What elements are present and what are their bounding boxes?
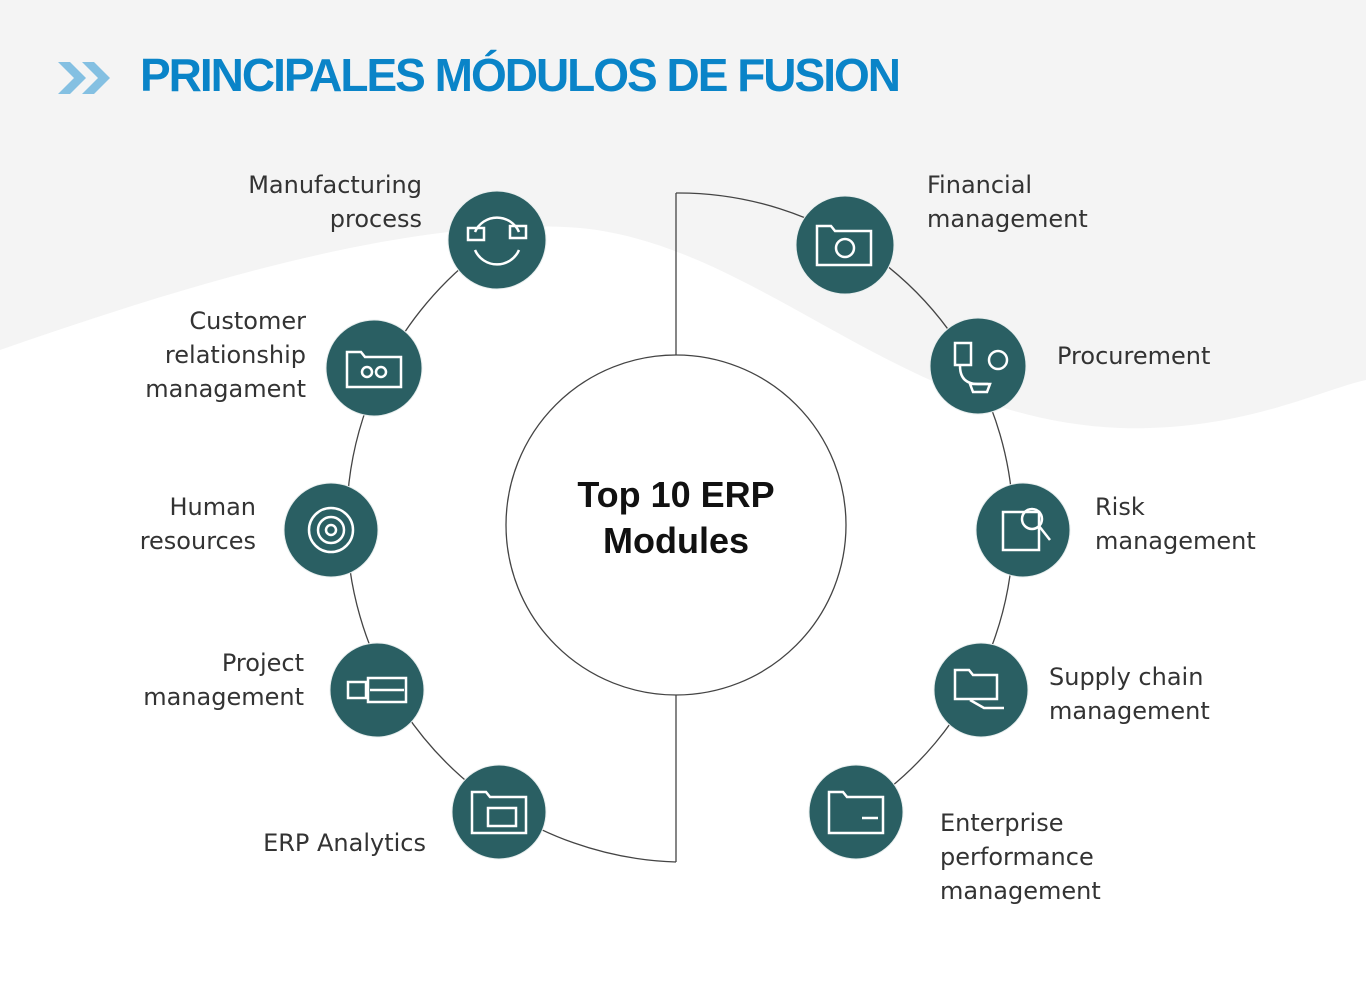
- gear-icon: [307, 506, 355, 554]
- node-hr: [283, 482, 379, 578]
- folder-analytics-icon: [470, 790, 528, 835]
- cart-icon: [953, 341, 1009, 394]
- label-epm: Enterprise performance management: [940, 809, 1101, 905]
- center-line2: Modules: [602, 520, 749, 561]
- label-financial: Financial management: [927, 171, 1088, 233]
- folder-money-icon: [815, 224, 873, 267]
- label-erp-analytics: ERP Analytics: [263, 829, 426, 857]
- label-crm: Customer relationship managament: [145, 307, 306, 403]
- label-manufacturing: Manufacturing process: [248, 171, 422, 233]
- folder-icon: [827, 790, 885, 835]
- chart-folder-icon: [346, 676, 408, 704]
- folder-hand-icon: [953, 668, 1004, 710]
- chevrons-icon: [58, 62, 110, 94]
- node-epm: [808, 764, 904, 860]
- node-procurement: [929, 317, 1027, 415]
- center-circle: [505, 354, 847, 696]
- folder-people-icon: [345, 350, 403, 389]
- center-line1: Top 10 ERP: [577, 474, 775, 515]
- node-crm: [325, 319, 423, 417]
- label-hr: Human resources: [139, 493, 256, 555]
- node-supply: [933, 642, 1029, 738]
- label-project: Project management: [143, 649, 304, 711]
- label-procurement: Procurement: [1057, 342, 1211, 370]
- node-financial: [795, 195, 895, 295]
- node-manufacturing: [447, 190, 547, 290]
- node-risk: [975, 482, 1071, 578]
- node-erp-analytics: [451, 764, 547, 860]
- cycle-icon: [466, 216, 528, 266]
- label-supply: Supply chain management: [1049, 663, 1210, 725]
- center-label: Top 10 ERP Modules: [536, 472, 816, 564]
- magnifier-chart-icon: [1001, 507, 1051, 552]
- page-title: PRINCIPALES MÓDULOS DE FUSION: [140, 49, 901, 101]
- label-risk: Risk management: [1095, 493, 1256, 555]
